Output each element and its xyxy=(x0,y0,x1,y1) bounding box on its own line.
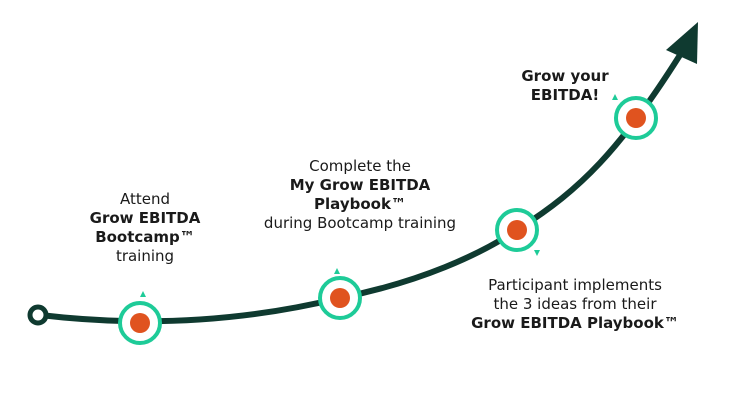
step-label-attend: Attend Grow EBITDA Bootcamp™ training xyxy=(70,190,220,266)
milestone-4-tick-icon xyxy=(612,94,618,100)
milestone-3-dot xyxy=(507,220,527,240)
milestone-3-tick-icon xyxy=(534,250,540,256)
start-node-icon xyxy=(27,304,49,326)
step-label-grow: Grow your EBITDA! xyxy=(480,67,650,105)
milestone-1-dot xyxy=(130,313,150,333)
step-label-line: the 3 ideas from their xyxy=(493,295,657,313)
milestone-2-dot xyxy=(330,288,350,308)
step-label-line: Playbook™ xyxy=(314,195,406,213)
growth-curve-line xyxy=(37,52,683,325)
step-label-line: Bootcamp™ xyxy=(95,228,195,246)
milestone-2-marker xyxy=(318,268,362,320)
milestone-4-dot xyxy=(626,108,646,128)
milestone-4-marker xyxy=(612,94,658,140)
step-label-line: Participant implements xyxy=(488,276,662,294)
step-label-line: Grow your xyxy=(521,67,609,85)
step-label-line: training xyxy=(115,247,175,265)
step-label-line: EBITDA! xyxy=(530,86,600,104)
step-label-line: Attend xyxy=(119,190,171,208)
step-label-line: My Grow EBITDA xyxy=(289,176,431,194)
step-label-line: Complete the xyxy=(309,157,411,175)
step-label-participant: Participant implements the 3 ideas from … xyxy=(440,276,710,333)
step-label-line: during Bootcamp training xyxy=(263,214,457,232)
milestone-1-marker xyxy=(118,291,162,345)
milestone-2-tick-icon xyxy=(334,268,340,274)
milestone-1-tick-icon xyxy=(140,291,146,297)
step-label-complete: Complete the My Grow EBITDA Playbook™ du… xyxy=(240,157,480,233)
milestone-3-marker xyxy=(495,208,540,256)
step-label-line: Grow EBITDA Playbook™ xyxy=(471,314,679,332)
step-label-line: Grow EBITDA xyxy=(89,209,201,227)
arrow-head-icon xyxy=(666,22,698,64)
